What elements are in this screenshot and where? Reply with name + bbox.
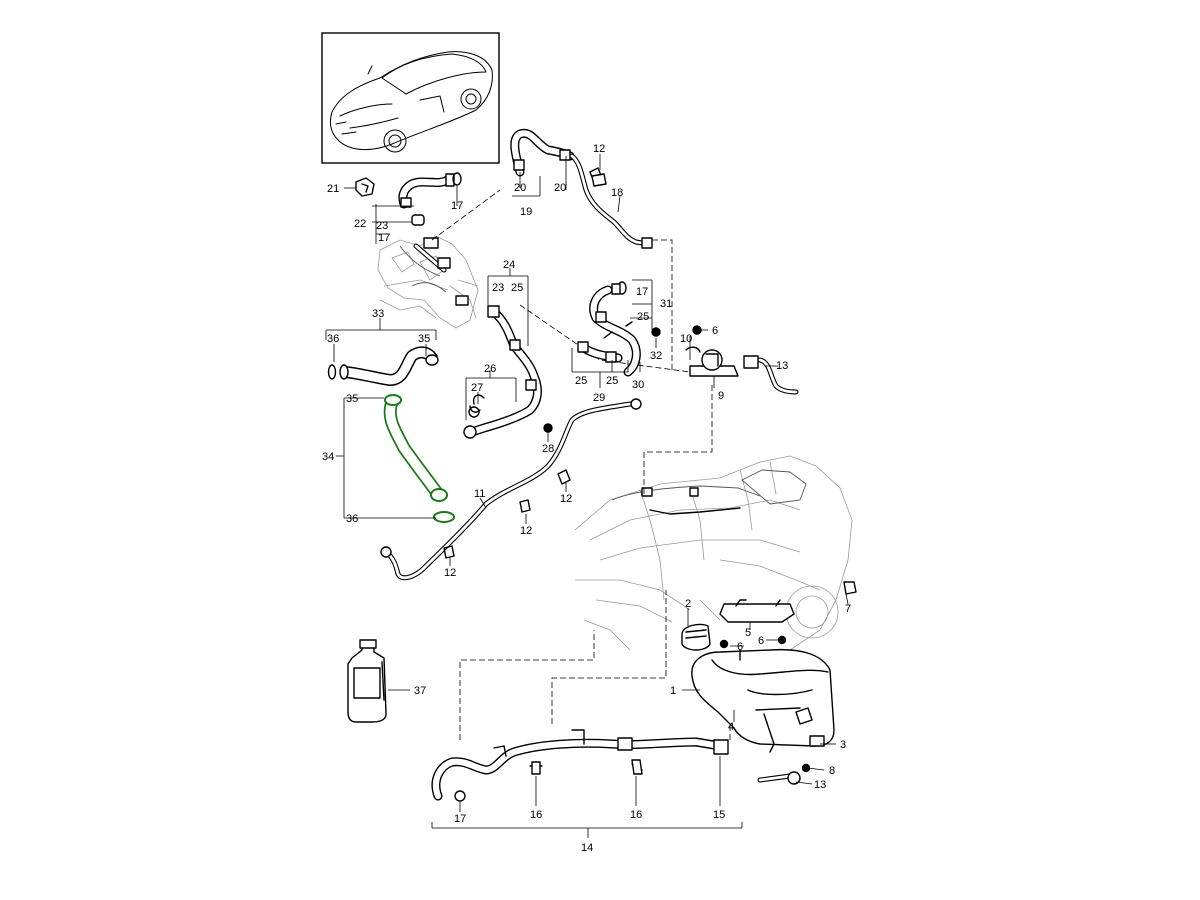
callout-22: 22 bbox=[354, 218, 366, 230]
callout-36b: 36 bbox=[346, 513, 358, 525]
body-structure-sketch bbox=[574, 455, 853, 651]
callout-12d: 12 bbox=[444, 567, 456, 579]
callout-3: 3 bbox=[840, 739, 846, 751]
callout-4: 4 bbox=[728, 721, 734, 733]
callout-7: 7 bbox=[845, 603, 851, 615]
coolant-bottle-icon bbox=[347, 639, 387, 723]
car-thumbnail-icon bbox=[329, 51, 493, 153]
part-24-hose bbox=[463, 305, 542, 439]
callout-33: 33 bbox=[372, 308, 384, 320]
callout-36a: 36 bbox=[327, 333, 339, 345]
callout-34: 34 bbox=[322, 451, 334, 463]
callout-13a: 13 bbox=[776, 360, 788, 372]
callout-25a: 25 bbox=[511, 282, 523, 294]
part-19-hose bbox=[510, 128, 575, 177]
callout-17b: 17 bbox=[451, 200, 463, 212]
callout-12b: 12 bbox=[560, 493, 572, 505]
callout-15: 15 bbox=[713, 809, 725, 821]
callout-24: 24 bbox=[503, 259, 515, 271]
callout-12c: 12 bbox=[520, 525, 532, 537]
callout-35a: 35 bbox=[418, 333, 430, 345]
callout-27: 27 bbox=[471, 382, 483, 394]
callout-28: 28 bbox=[542, 443, 554, 455]
callout-12a: 12 bbox=[593, 143, 605, 155]
callout-32: 32 bbox=[650, 350, 662, 362]
callout-25c: 25 bbox=[575, 375, 587, 387]
callout-21: 21 bbox=[327, 183, 339, 195]
callout-5: 5 bbox=[745, 627, 751, 639]
callout-23b: 23 bbox=[492, 282, 504, 294]
callout-10: 10 bbox=[680, 333, 692, 345]
callout-30: 30 bbox=[632, 379, 644, 391]
callout-17d: 17 bbox=[454, 813, 466, 825]
part-9-valve bbox=[685, 346, 799, 395]
part-31-hose bbox=[577, 281, 641, 377]
part-34-hose-highlighted[interactable] bbox=[383, 394, 455, 523]
callout-26: 26 bbox=[484, 363, 496, 375]
callout-6b: 6 bbox=[737, 641, 743, 653]
callout-2: 2 bbox=[685, 598, 691, 610]
callout-25d: 25 bbox=[606, 375, 618, 387]
engine-block-sketch-upper bbox=[377, 235, 479, 329]
callout-19: 19 bbox=[520, 206, 532, 218]
callout-6a: 6 bbox=[712, 325, 718, 337]
callout-20b: 20 bbox=[554, 182, 566, 194]
leader-lines bbox=[325, 154, 849, 838]
callout-labels: 21 22 23 17 17 20 20 19 12 18 24 23 25 1… bbox=[322, 143, 851, 854]
part-18-pipe bbox=[569, 153, 653, 249]
callout-31: 31 bbox=[660, 298, 672, 310]
callout-13b: 13 bbox=[814, 779, 826, 791]
callout-18: 18 bbox=[611, 187, 623, 199]
fasteners bbox=[443, 173, 857, 775]
callout-6c: 6 bbox=[758, 635, 764, 647]
vehicle-thumbnail bbox=[321, 32, 500, 164]
expansion-tank-icon bbox=[691, 648, 835, 747]
callout-16a: 16 bbox=[530, 809, 542, 821]
part-11-pipe bbox=[380, 398, 642, 581]
part-33-hose bbox=[327, 346, 439, 386]
callout-29: 29 bbox=[593, 392, 605, 404]
callout-17a: 17 bbox=[378, 232, 390, 244]
callout-1: 1 bbox=[670, 685, 676, 697]
callout-17c: 17 bbox=[636, 286, 648, 298]
assembly-dashed-lines bbox=[431, 189, 777, 742]
callout-14: 14 bbox=[581, 842, 593, 854]
part-14-hose bbox=[431, 729, 729, 802]
callout-20a: 20 bbox=[514, 182, 526, 194]
callout-8: 8 bbox=[829, 765, 835, 777]
part-1-expansion-tank bbox=[681, 599, 835, 785]
callout-25b: 25 bbox=[637, 311, 649, 323]
callout-11: 11 bbox=[474, 488, 485, 500]
part-22-hose-group bbox=[355, 172, 462, 226]
callout-23a: 23 bbox=[376, 220, 388, 232]
callout-16b: 16 bbox=[630, 809, 642, 821]
callout-9: 9 bbox=[718, 390, 724, 402]
callout-35b: 35 bbox=[346, 393, 358, 405]
callout-37: 37 bbox=[414, 685, 426, 697]
